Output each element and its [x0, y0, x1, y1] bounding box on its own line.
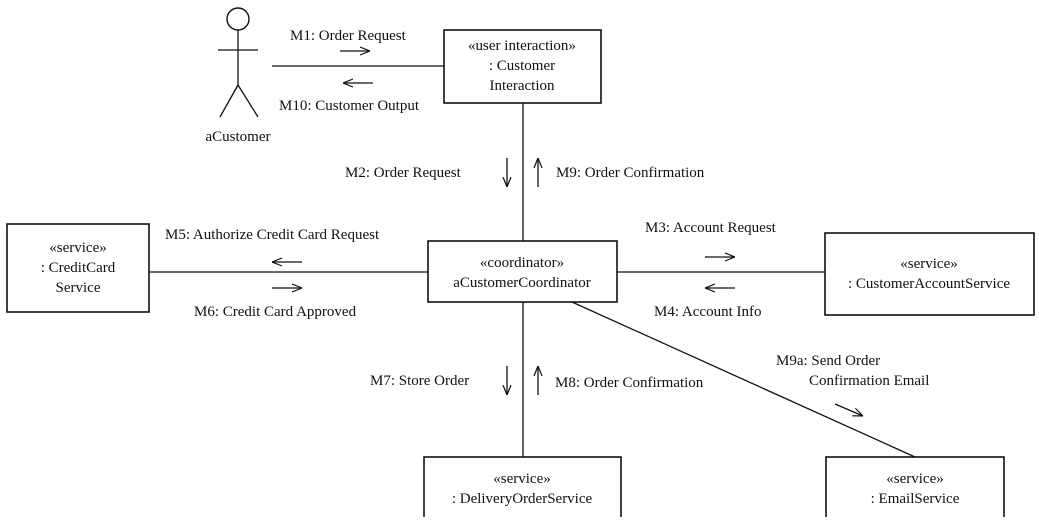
link-coordinator-email: [571, 301, 916, 458]
stereotype: «service»: [493, 471, 550, 487]
object-name-line1: aCustomerCoordinator: [453, 275, 590, 291]
object-delivery-order-service: «service» : DeliveryOrderService: [423, 456, 622, 522]
object-name-line2: Service: [56, 280, 101, 296]
message-m9a-line1: M9a: Send Order: [776, 353, 880, 369]
message-m7: M7: Store Order: [370, 373, 469, 389]
stereotype: «service»: [49, 240, 106, 256]
message-m4: M4: Account Info: [654, 304, 761, 320]
message-m1: M1: Order Request: [290, 28, 407, 44]
message-m9: M9: Order Confirmation: [556, 165, 705, 181]
message-m5: M5: Authorize Credit Card Request: [165, 227, 380, 243]
message-m2: M2: Order Request: [345, 165, 462, 181]
actor-name: aCustomer: [206, 129, 271, 145]
message-m9a-line2: Confirmation Email: [809, 373, 929, 389]
object-name-line1: : CustomerAccountService: [848, 276, 1010, 292]
stereotype: «user interaction»: [468, 38, 576, 54]
stereotype: «coordinator»: [480, 255, 564, 271]
object-name-line1: : DeliveryOrderService: [452, 491, 593, 507]
message-m6: M6: Credit Card Approved: [194, 304, 357, 320]
object-creditcard-service: «service» : CreditCard Service: [6, 223, 150, 313]
object-coordinator: «coordinator» aCustomerCoordinator: [427, 240, 618, 303]
object-email-service: «service» : EmailService: [825, 456, 1005, 522]
stereotype: «service»: [886, 471, 943, 487]
message-m3: M3: Account Request: [645, 220, 777, 236]
message-m10: M10: Customer Output: [279, 98, 420, 114]
object-customer-interaction: «user interaction» : Customer Interactio…: [443, 29, 602, 104]
arrow-diagonal-icon: [834, 403, 863, 416]
object-name-line1: : EmailService: [871, 491, 960, 507]
links: [149, 65, 916, 458]
object-customer-account-service: «service» : CustomerAccountService: [824, 232, 1035, 316]
stick-figure-icon: [218, 7, 259, 118]
stereotype: «service»: [900, 256, 957, 272]
message-arrows: [272, 51, 863, 416]
message-labels: M1: Order Request M10: Customer Output M…: [165, 28, 929, 391]
object-name-line2: Interaction: [490, 78, 555, 94]
message-m8: M8: Order Confirmation: [555, 375, 704, 391]
object-name-line1: : CreditCard: [41, 260, 116, 276]
object-name-line1: : Customer: [489, 58, 555, 74]
actor-acustomer: aCustomer: [206, 7, 271, 145]
